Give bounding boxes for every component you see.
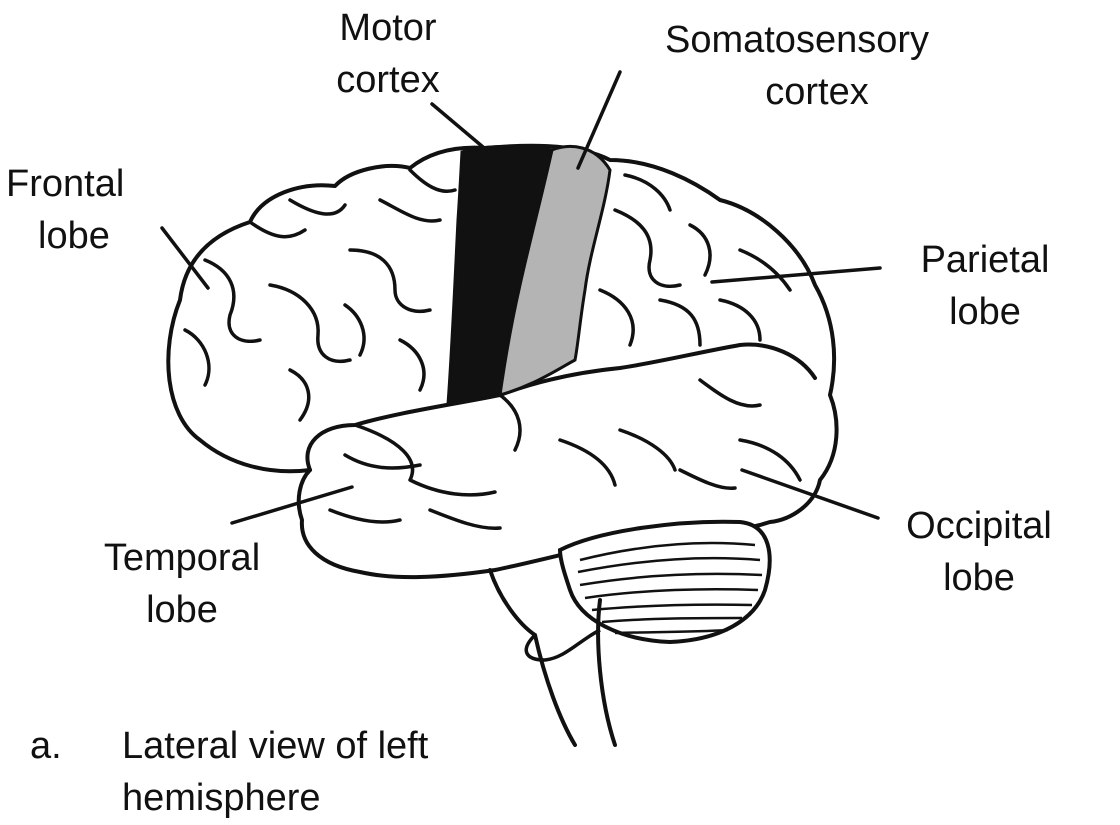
label-occipital-line1: Occipital [884, 500, 1074, 552]
label-motor-line1: Motor [318, 2, 458, 54]
label-temporal-line2: lobe [82, 584, 282, 636]
caption-line1: Lateral view of left [122, 720, 562, 772]
label-parietal-lobe: Parietal lobe [900, 234, 1070, 338]
label-parietal-line1: Parietal [900, 234, 1070, 286]
label-occipital-line2: lobe [884, 552, 1074, 604]
label-motor-line2: cortex [318, 54, 458, 106]
caption-line2: hemisphere [122, 772, 562, 824]
label-temporal-line1: Temporal [82, 532, 282, 584]
label-motor-cortex: Motor cortex [318, 2, 458, 106]
label-parietal-line2: lobe [900, 286, 1070, 338]
label-somatosensory-line2: cortex [632, 66, 962, 118]
cerebellum [560, 522, 770, 642]
label-frontal-line2: lobe [6, 210, 124, 262]
label-temporal-lobe: Temporal lobe [82, 532, 282, 636]
label-frontal-lobe: Frontal lobe [6, 158, 124, 262]
label-somatosensory-line1: Somatosensory [632, 14, 962, 66]
caption-marker: a. [30, 720, 62, 772]
label-occipital-lobe: Occipital lobe [884, 500, 1074, 604]
label-frontal-line1: Frontal [6, 158, 124, 210]
caption-text: Lateral view of left hemisphere [122, 720, 562, 824]
label-somatosensory-cortex: Somatosensory cortex [632, 14, 962, 118]
